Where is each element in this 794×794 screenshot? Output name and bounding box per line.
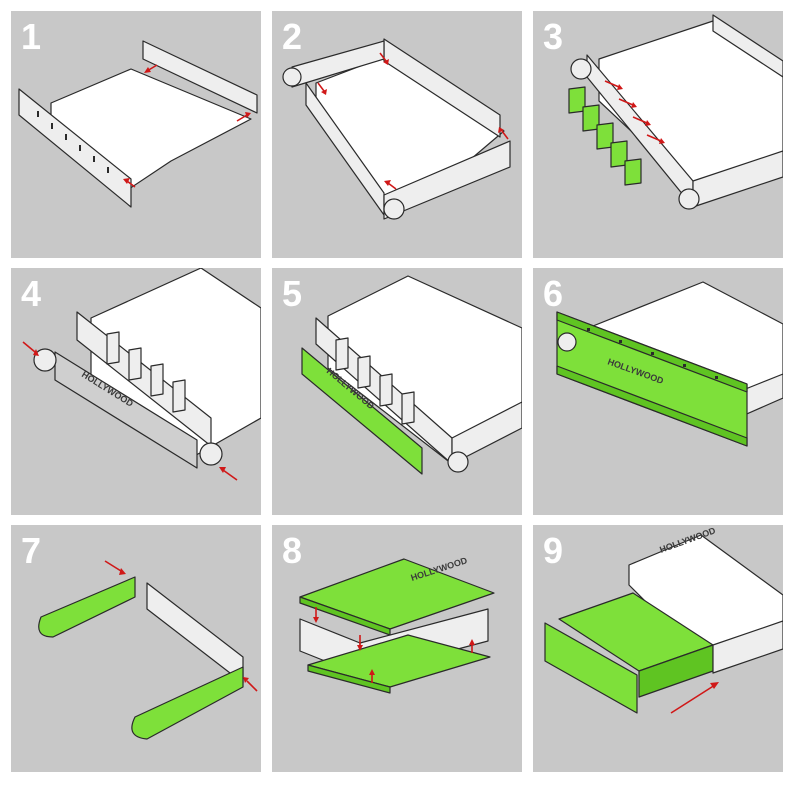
slide-arrow — [670, 682, 719, 714]
panel-slots — [587, 328, 718, 379]
step-panel-1: 1 — [11, 11, 261, 258]
step-4-illustration: HOLLYWOOD — [22, 268, 261, 481]
step-6-illustration: HOLLYWOOD — [556, 281, 783, 447]
step-number: 4 — [21, 273, 42, 314]
step-number: 6 — [543, 273, 564, 314]
gear-end — [557, 332, 577, 352]
gear-end-right — [447, 451, 469, 473]
step-number: 3 — [543, 16, 564, 57]
step-number: 2 — [282, 16, 303, 57]
gear-end-bottom — [678, 188, 700, 210]
insert-arrows — [22, 341, 238, 481]
top-green-end-panel — [38, 576, 136, 638]
divider-clips — [568, 86, 642, 186]
step-7-illustration — [38, 560, 258, 740]
engraved-side-panel — [301, 347, 423, 475]
step-2-illustration — [282, 38, 511, 220]
insert-arrow-3 — [236, 112, 251, 122]
box-shell — [712, 620, 783, 674]
step-number: 1 — [21, 16, 42, 57]
step-panel-4: HOLLYWOOD 4 — [11, 268, 261, 515]
base-edge — [307, 664, 391, 694]
insert-arrow-1 — [123, 178, 136, 188]
assembly-arrows — [313, 607, 475, 683]
tray-floor — [327, 275, 522, 465]
middle-white-wall — [146, 582, 244, 684]
step-number: 7 — [21, 530, 42, 571]
engraved-side-panel — [54, 351, 198, 469]
step-panel-8: HOLLYWOOD 8 — [272, 525, 522, 772]
step-number: 8 — [282, 530, 303, 571]
step-panel-5: HOLLYWOOD 5 — [272, 268, 522, 515]
step-panel-2: 2 — [272, 11, 522, 258]
insert-arrows — [604, 80, 665, 144]
step-1-illustration — [18, 40, 258, 208]
front-wall-slots — [37, 111, 109, 173]
insert-arrows — [317, 52, 509, 190]
gear-end-left — [282, 67, 302, 87]
step-9-illustration: HOLLYWOOD — [544, 525, 783, 714]
divider-clips — [335, 337, 415, 425]
insert-arrow-2 — [144, 64, 158, 73]
step-number: 9 — [543, 530, 564, 571]
step-panel-7: 7 — [11, 525, 261, 772]
back-wall — [712, 14, 783, 78]
gear-end-left — [33, 348, 57, 372]
gear-end-right — [383, 198, 405, 220]
step-8-illustration: HOLLYWOOD — [299, 555, 495, 694]
step-number: 5 — [282, 273, 303, 314]
back-wall — [142, 40, 258, 114]
drawer-side-panel — [544, 622, 638, 714]
front-wall — [18, 88, 132, 208]
divider-clips — [106, 331, 186, 413]
gear-end-top — [570, 58, 592, 80]
insert-arrows — [104, 560, 258, 692]
step-5-illustration: HOLLYWOOD — [301, 275, 522, 475]
step-panel-9: HOLLYWOOD 9 — [533, 525, 783, 772]
step-panel-6: HOLLYWOOD 6 — [533, 268, 783, 515]
gear-end-right — [199, 442, 223, 466]
bottom-green-end-panel — [131, 666, 244, 740]
step-panel-3: 3 — [533, 11, 783, 258]
side-panel-rail-2 — [556, 365, 748, 447]
step-3-illustration — [568, 14, 783, 210]
